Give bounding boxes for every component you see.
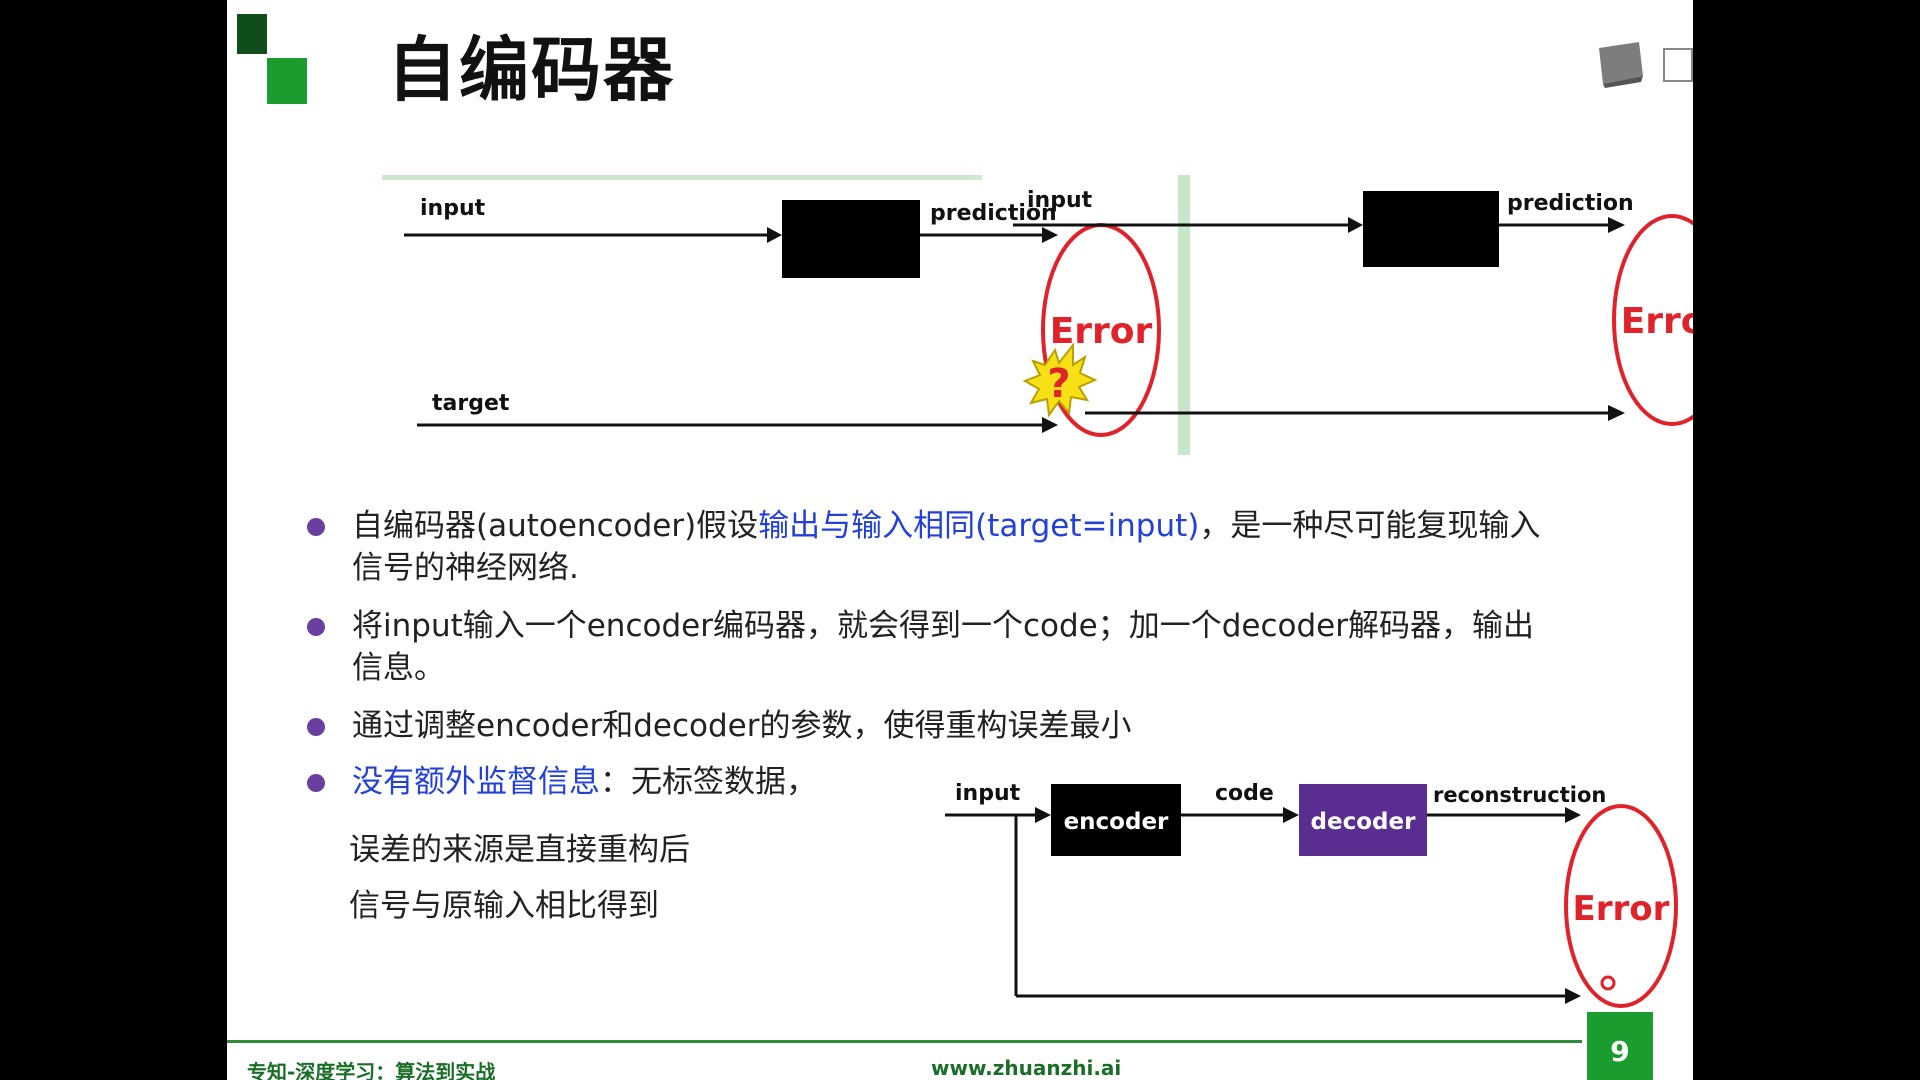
model-box: [1363, 191, 1499, 267]
label-input: input: [420, 196, 486, 221]
label-decoder: decoder: [1311, 809, 1417, 835]
bullet-text: 通过调整encoder和decoder的参数，使得重构误差最小: [352, 708, 1132, 744]
label-error: Error: [1573, 889, 1670, 929]
label-error: Error: [1621, 301, 1693, 342]
bullet-text: ：无标签数据，: [600, 764, 817, 800]
logo-square-dark: [237, 14, 267, 54]
cursor-dot: [1600, 975, 1616, 991]
diagram-autoencoder: input encoder code decoder reconstructio…: [945, 781, 1678, 1008]
footer-divider: [227, 1040, 1582, 1043]
bullet-item: 将input输入一个encoder编码器，就会得到一个code；加一个decod…: [307, 605, 1552, 689]
logo-square-green: [267, 58, 307, 104]
bullet-item: 自编码器(autoencoder)假设输出与输入相同(target=input)…: [307, 505, 1552, 589]
bullet-highlight: 没有额外监督信息: [352, 764, 600, 800]
label-error: Error: [1050, 311, 1153, 352]
book-icon[interactable]: [1595, 40, 1647, 90]
diagram-supervised: input prediction target Error: [382, 175, 1190, 455]
label-encoder: encoder: [1064, 809, 1169, 835]
decoder-box: [1299, 784, 1427, 856]
slide: 自编码器 input prediction target Error input…: [227, 0, 1693, 1080]
bullet-item: 通过调整encoder和decoder的参数，使得重构误差最小: [307, 705, 1552, 747]
label-input: input: [1027, 188, 1093, 213]
bullet-dot: [307, 618, 325, 636]
diagram-unsupervised: input prediction ? Error: [1013, 188, 1693, 426]
bullet-text: ，是一种尽可能复现输入信号的神经网络.: [352, 508, 1541, 586]
bullet-text: 将input输入一个encoder编码器，就会得到一个code；加一个decod…: [352, 608, 1534, 686]
label-prediction: prediction: [930, 201, 1057, 226]
bullet-continuation: 误差的来源是直接重构后: [349, 832, 690, 868]
question-mark: ?: [1047, 361, 1070, 407]
encoder-box: [1051, 784, 1181, 856]
label-target: target: [432, 391, 510, 416]
footer-url[interactable]: www.zhuanzhi.ai: [931, 1056, 1122, 1080]
page-number: 9: [1587, 1012, 1653, 1080]
label-prediction: prediction: [1507, 191, 1634, 216]
grid-icon[interactable]: [1663, 48, 1693, 82]
error-ellipse: [1564, 804, 1678, 1008]
bullet-list: 自编码器(autoencoder)假设输出与输入相同(target=input)…: [307, 505, 1693, 803]
label-input: input: [955, 781, 1021, 806]
slide-title: 自编码器: [387, 29, 675, 111]
label-code: code: [1215, 781, 1274, 806]
bullet-continuation: 信号与原输入相比得到: [349, 888, 659, 924]
error-ellipse: [1612, 214, 1693, 426]
bullet-dot: [307, 518, 325, 536]
footer-course-title: 专知-深度学习：算法到实战: [247, 1060, 496, 1080]
label-reconstruction: reconstruction: [1433, 783, 1606, 807]
bullet-text: 自编码器(autoencoder)假设: [352, 508, 759, 544]
bullet-item: 没有额外监督信息：无标签数据，: [307, 761, 972, 803]
bullet-dot: [307, 774, 325, 792]
model-box: [782, 200, 920, 278]
question-star-icon: [1022, 342, 1098, 418]
bullet-dot: [307, 718, 325, 736]
bullet-highlight: 输出与输入相同(target=input): [758, 508, 1200, 544]
